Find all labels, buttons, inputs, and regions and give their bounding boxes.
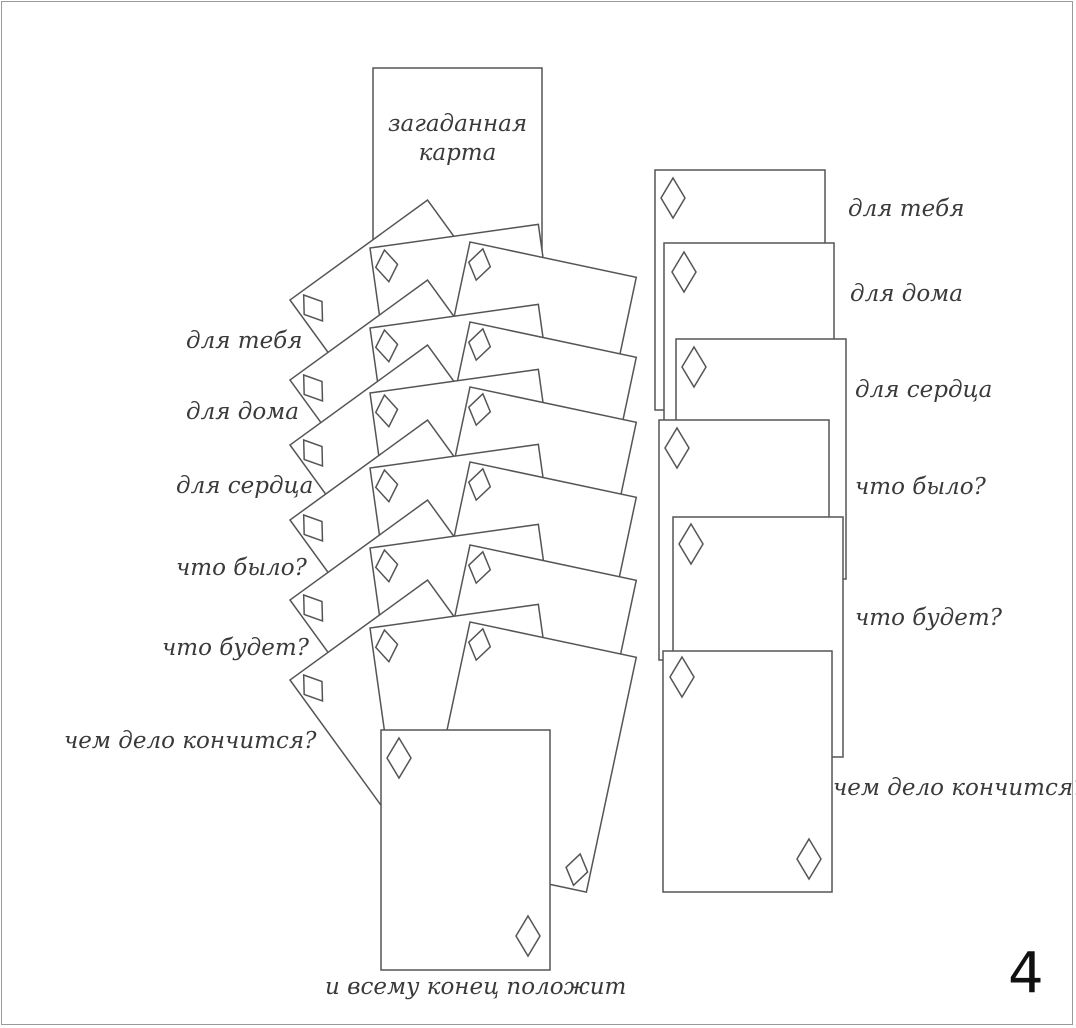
- right-label-for-home: для дома: [850, 281, 963, 307]
- diamond-icon: [664, 426, 690, 470]
- diamond-icon: [374, 548, 399, 584]
- right-label-what-was: что было?: [855, 474, 986, 500]
- diamond-icon: [374, 468, 399, 504]
- diamond-icon: [386, 736, 412, 780]
- diamond-icon: [467, 627, 492, 662]
- diamond-icon: [565, 852, 589, 887]
- left-label-for-heart: для сердца: [176, 473, 314, 499]
- diamond-icon: [302, 373, 324, 402]
- diamond-icon: [467, 467, 492, 502]
- diamond-icon: [302, 293, 324, 322]
- left-fan: [288, 199, 638, 893]
- final-card: [380, 729, 551, 971]
- diamond-icon: [678, 522, 704, 566]
- diamond-icon: [302, 513, 324, 542]
- bottom-label: и всему конец положит: [325, 974, 627, 1000]
- hidden-card-label-line2: карта: [418, 140, 497, 166]
- diamond-icon: [374, 393, 399, 429]
- left-label-for-home: для дома: [186, 399, 299, 425]
- right-label-for-heart: для сердца: [855, 377, 993, 403]
- right-label-for-you: для тебя: [848, 196, 965, 222]
- diamond-icon: [515, 914, 541, 958]
- hidden-card-label-line1: загаданная: [387, 111, 528, 137]
- diamond-icon: [374, 628, 399, 664]
- left-label-what-will-be: что будет?: [162, 635, 309, 661]
- left-label-for-you: для тебя: [186, 328, 303, 354]
- diamond-icon: [467, 327, 492, 362]
- stack-card: [662, 650, 833, 893]
- diamond-icon: [302, 593, 324, 622]
- diamond-icon: [374, 248, 399, 284]
- diamond-icon: [374, 328, 399, 364]
- diamond-icon: [671, 250, 697, 294]
- right-stack: [654, 169, 847, 893]
- diamond-icon: [796, 837, 822, 881]
- diamond-icon: [669, 655, 695, 699]
- diamond-icon: [681, 345, 707, 389]
- left-label-how-it-ends: чем дело кончится?: [64, 728, 317, 754]
- diamond-icon: [302, 438, 324, 467]
- right-label-what-will-be: что будет?: [855, 605, 1002, 631]
- right-label-how-it-ends: чем дело кончится?: [833, 775, 1076, 801]
- left-label-what-was: что было?: [176, 555, 307, 581]
- page-number: 4: [1008, 941, 1044, 1006]
- diamond-icon: [467, 392, 492, 427]
- diamond-icon: [467, 247, 492, 282]
- diamond-icon: [467, 550, 492, 585]
- diamond-icon: [660, 176, 686, 220]
- diamond-icon: [302, 673, 324, 702]
